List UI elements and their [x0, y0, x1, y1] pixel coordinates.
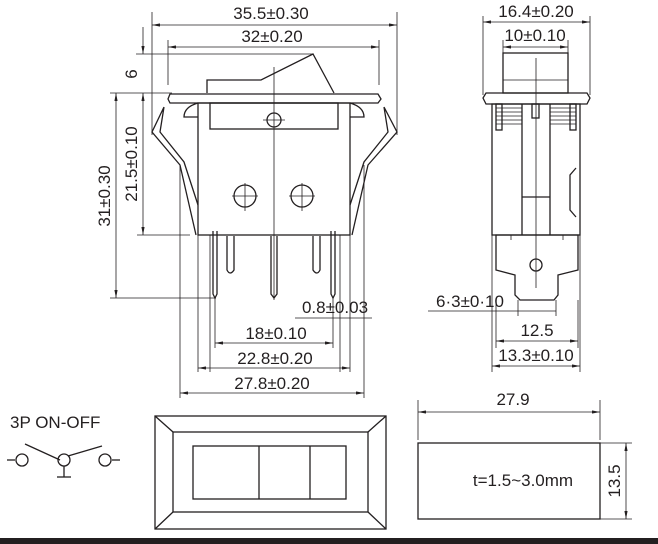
- label-total-height: 31±0.30: [95, 165, 114, 226]
- switch-schematic: 3P ON-OFF: [7, 413, 120, 478]
- front-view: 35.5±0.30 32±0.20 6 21.5±0.10 31±0.30: [95, 4, 398, 398]
- label-body-height: 21.5±0.10: [122, 126, 141, 202]
- label-clip-width: 27.8±0.20: [234, 374, 310, 393]
- bottom-border: [0, 538, 658, 544]
- label-body-width: 22.8±0.20: [237, 349, 313, 368]
- label-cutout-height: 13.5: [605, 464, 624, 497]
- label-body-depth: 13.3±0.10: [498, 346, 574, 365]
- label-rocker-height: 6: [122, 69, 141, 78]
- panel-cutout: 27.9 13.5 t=1.5~3.0mm: [417, 390, 632, 520]
- flange: [167, 93, 382, 104]
- label-panel-thickness: t=1.5~3.0mm: [473, 471, 573, 490]
- label-rocker-depth: 10±0.10: [504, 26, 565, 45]
- spdt-switch-symbol-icon: [7, 443, 120, 478]
- label-overall-width: 35.5±0.30: [233, 4, 309, 23]
- label-tab-width: 6·3±0·10: [436, 292, 504, 311]
- label-switch-type: 3P ON-OFF: [10, 413, 100, 432]
- label-flange-depth: 16.4±0.20: [498, 2, 574, 21]
- front-panel-view: [154, 415, 387, 530]
- label-pin-thickness: 0.8±0.03: [302, 298, 368, 317]
- label-cutout-width: 27.9: [496, 390, 529, 409]
- label-pin-span: 18±0.10: [245, 324, 306, 343]
- side-view: 16.4±0.20 10±0.10 6·3±0·10 12.5: [428, 2, 591, 372]
- rocker-actuator: [206, 53, 335, 94]
- label-terminal-width: 12.5: [520, 321, 553, 340]
- label-flange-width: 32±0.20: [241, 27, 302, 46]
